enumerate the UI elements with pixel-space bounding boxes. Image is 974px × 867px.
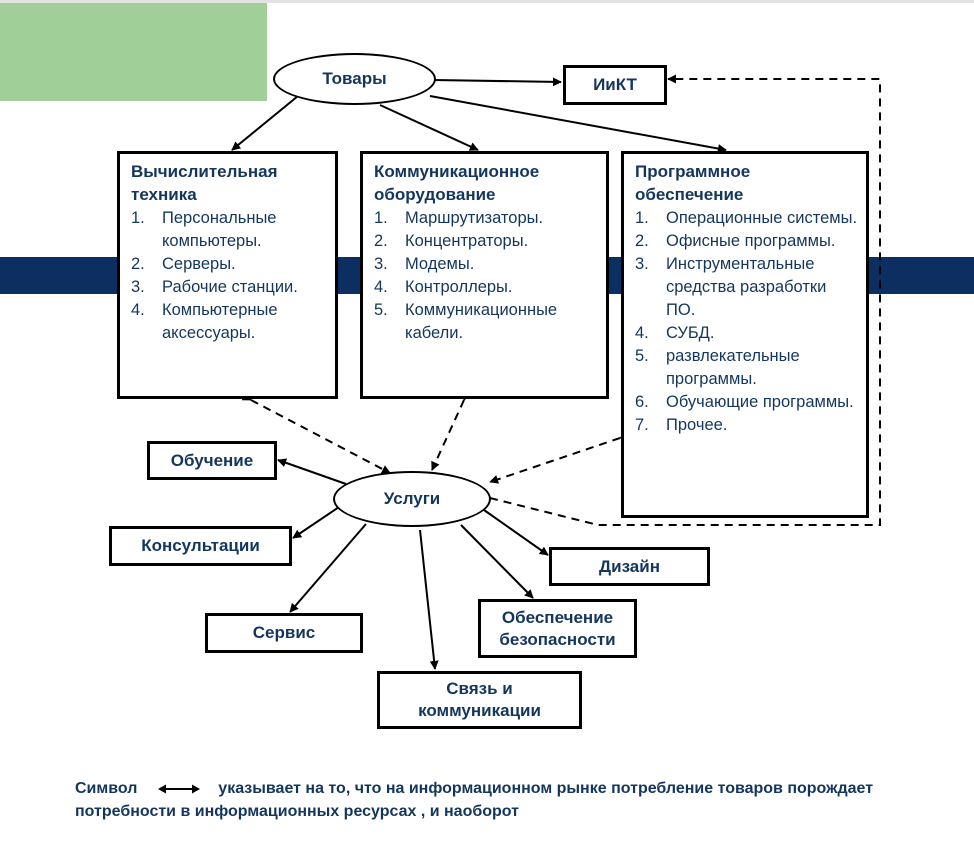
note-text: указывает на то, что на информационном р… xyxy=(75,780,874,820)
software-title: Программное обеспечение xyxy=(635,162,751,204)
list-item: 2.Серверы. xyxy=(131,255,236,273)
services-label: Услуги xyxy=(383,489,441,508)
comm-equipment-box: Коммуникационное оборудование 1.Маршрути… xyxy=(360,151,609,399)
edge-dashed-computers-services xyxy=(241,392,391,474)
list-item: 3.Модемы. xyxy=(374,255,475,273)
list-item: 7.Прочее. xyxy=(635,416,728,434)
goods-label: Товары xyxy=(322,69,387,88)
edge-dashed-software-services xyxy=(489,431,630,484)
ict-node: ИиКТ xyxy=(563,65,667,105)
list-item: 5.Коммуникационные кабели. xyxy=(374,301,558,342)
edge-dashed-comm-services xyxy=(431,390,472,471)
security-label: Обеспечение безопасности xyxy=(499,607,616,649)
service-label: Сервис xyxy=(252,623,316,642)
edge-services-to-design xyxy=(483,509,549,556)
legend-note: Символ указывает на то, что на информаци… xyxy=(75,777,955,823)
edge-goods-to-software xyxy=(429,95,727,153)
training-label: Обучение xyxy=(170,450,254,470)
design-label: Дизайн xyxy=(599,556,660,576)
goods-node: Товары xyxy=(273,53,436,105)
ict-label: ИиКТ xyxy=(593,75,637,94)
list-item: 1.Операционные системы. xyxy=(635,209,858,227)
computers-box: Вычислительная техника 1.Персональные ко… xyxy=(117,151,338,399)
note-symbol-word: Символ xyxy=(75,780,138,797)
edge-services-to-consulting xyxy=(292,504,343,539)
edge-services-to-training xyxy=(277,458,347,485)
list-item: 4.Компьютерные аксессуары. xyxy=(131,301,278,342)
list-item: 3.Инструментальные средства разработки П… xyxy=(635,255,827,319)
list-item: 4.Контроллеры. xyxy=(374,278,513,296)
edge-dashed-services-to-ict xyxy=(489,74,881,526)
service-box: Сервис xyxy=(205,613,363,653)
list-item: 2.Офисные программы. xyxy=(635,232,836,250)
double-headed-arrow-icon xyxy=(157,784,200,794)
training-box: Обучение xyxy=(147,441,277,480)
edge-services-to-service xyxy=(289,523,367,613)
list-item: 4.СУБД. xyxy=(635,324,715,342)
top-border xyxy=(0,0,974,3)
communication-box: Связь и коммуникации xyxy=(377,671,582,729)
communication-label: Связь и коммуникации xyxy=(418,679,541,720)
edge-goods-to-ict xyxy=(432,77,562,87)
consulting-box: Консультации xyxy=(109,526,292,566)
list-item: 1.Маршрутизаторы. xyxy=(374,209,544,227)
list-item: 1.Персональные компьютеры. xyxy=(131,209,277,250)
list-item: 5.развлекательные программы. xyxy=(635,347,800,388)
comm-equipment-title: Коммуникационное оборудование xyxy=(374,162,540,204)
edge-goods-to-comm xyxy=(379,104,479,151)
edge-services-to-security xyxy=(460,524,534,599)
computers-title: Вычислительная техника xyxy=(131,162,278,204)
list-item: 3.Рабочие станции. xyxy=(131,278,298,296)
green-accent-block xyxy=(0,3,267,101)
edge-services-to-communication xyxy=(419,529,439,670)
services-node: Услуги xyxy=(333,471,491,527)
software-box: Программное обеспечение 1.Операционные с… xyxy=(621,151,869,518)
list-item: 6.Обучающие программы. xyxy=(635,393,854,411)
design-box: Дизайн xyxy=(549,547,710,586)
edge-goods-to-computers xyxy=(231,95,299,151)
consulting-label: Консультации xyxy=(141,536,260,555)
list-item: 2.Концентраторы. xyxy=(374,232,529,250)
security-box: Обеспечение безопасности xyxy=(478,599,637,658)
